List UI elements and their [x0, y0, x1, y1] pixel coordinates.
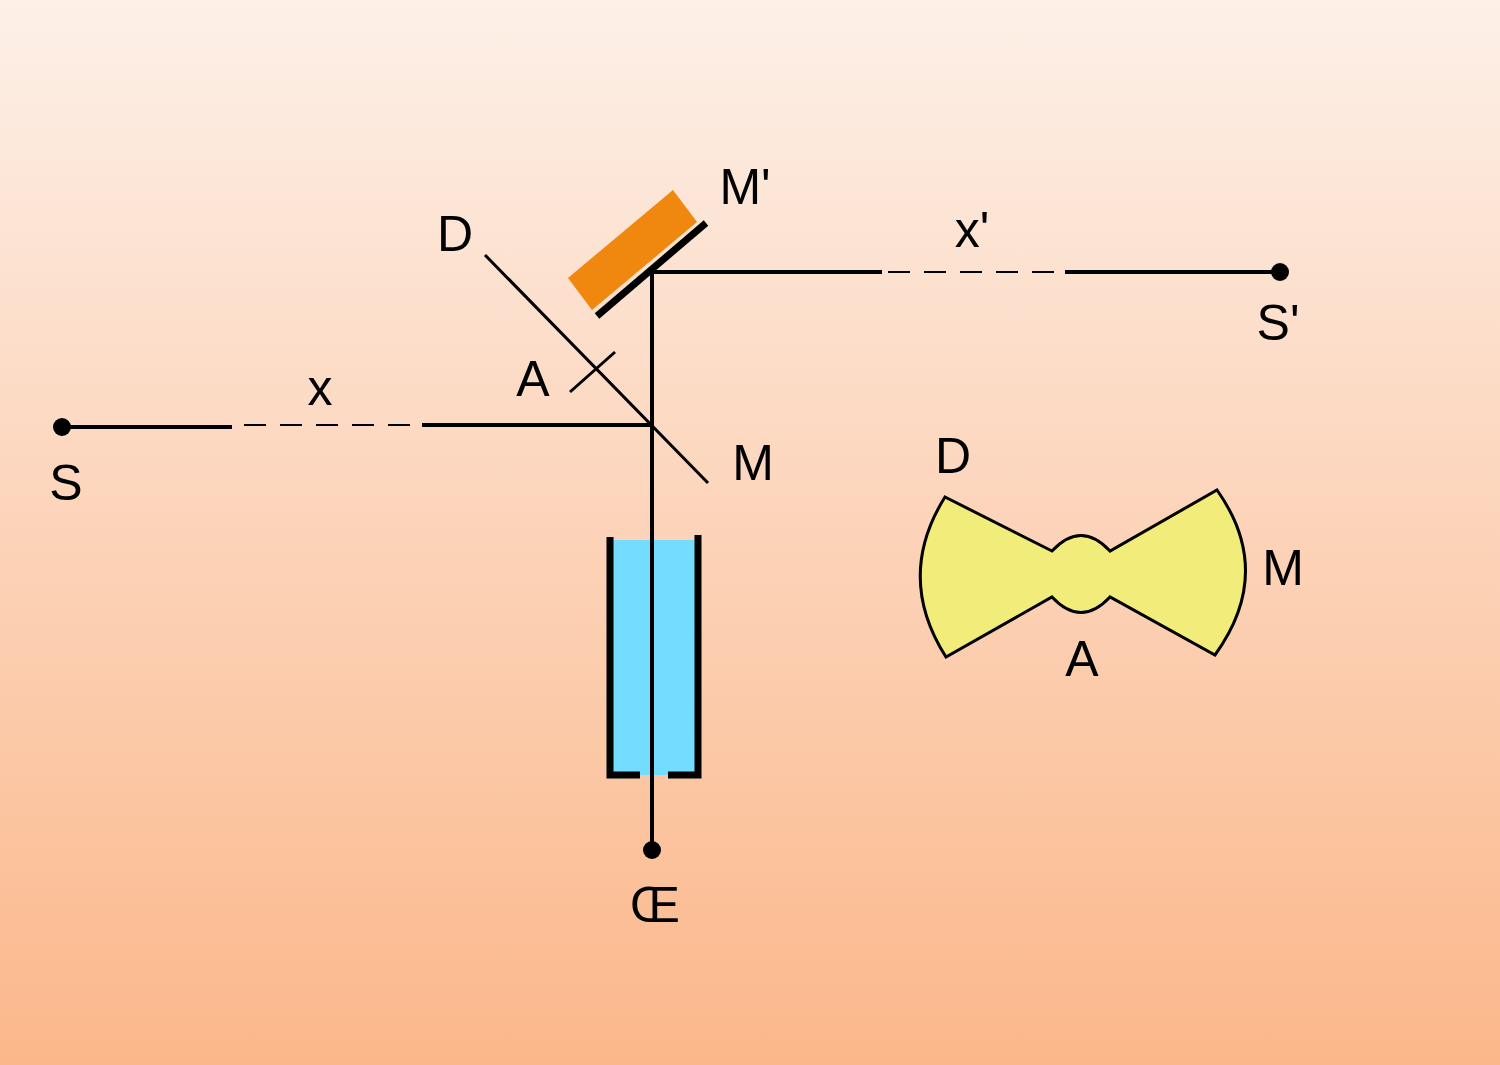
mirror-surface	[597, 223, 706, 316]
part-label: M	[1262, 543, 1304, 593]
part-label: x'	[955, 205, 990, 255]
beam-in-cell	[650, 540, 654, 775]
part-label: x	[308, 363, 333, 413]
eye-point	[643, 841, 661, 859]
part-label: D	[437, 209, 473, 259]
axis-mark	[570, 352, 615, 392]
polar-diagram	[920, 490, 1245, 657]
part-label: D	[935, 431, 971, 481]
part-label: S	[49, 458, 82, 508]
source-point	[53, 418, 71, 436]
beam-paths	[62, 272, 1280, 850]
cell-walls	[610, 535, 698, 775]
part-label: A	[516, 354, 549, 404]
part-label: S'	[1257, 298, 1300, 348]
part-label: M	[732, 438, 774, 488]
liquid-cell	[612, 540, 697, 775]
part-label: A	[1065, 634, 1098, 684]
part-label: M'	[719, 162, 770, 212]
part-label: Œ	[630, 880, 680, 930]
image-point	[1271, 263, 1289, 281]
